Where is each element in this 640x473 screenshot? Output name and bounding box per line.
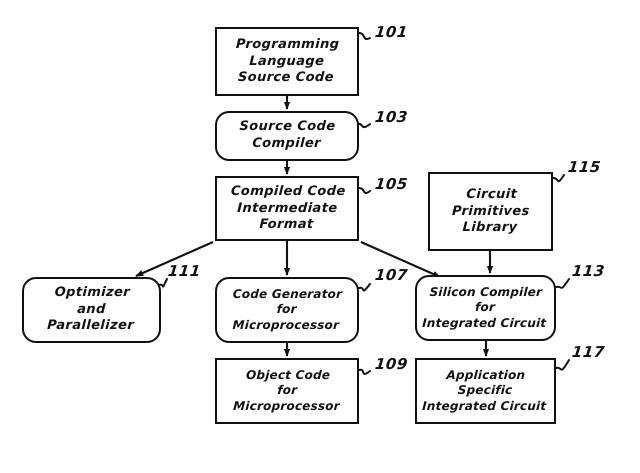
- leader-113: [555, 278, 570, 289]
- reference-numeral-103: 103: [374, 108, 409, 126]
- node-label: Application Specific Integrated Circuit: [422, 367, 548, 413]
- leader-109: [358, 368, 371, 375]
- node-application-specific-integrated-circuit[interactable]: Application Specific Integrated Circuit: [415, 358, 556, 424]
- reference-numeral-105: 105: [374, 175, 409, 193]
- node-code-generator-for-microprocessor[interactable]: Code Generator for Microprocessor: [215, 277, 359, 343]
- node-label: Programming Language Source Code: [235, 36, 341, 85]
- reference-numeral-101: 101: [374, 23, 409, 41]
- reference-numeral-107: 107: [374, 266, 409, 284]
- leader-107: [358, 283, 371, 292]
- node-silicon-compiler-for-integrated-circuit[interactable]: Silicon Compiler for Integrated Circuit: [415, 275, 556, 341]
- node-label: Source Code Compiler: [239, 119, 336, 151]
- reference-numeral-117: 117: [571, 343, 606, 361]
- node-label: Optimizer and Parallelizer: [46, 285, 135, 334]
- reference-numeral-111: 111: [167, 262, 202, 280]
- leader-105: [358, 187, 371, 195]
- node-circuit-primitives-library[interactable]: Circuit Primitives Library: [428, 172, 553, 251]
- reference-numeral-115: 115: [567, 158, 602, 176]
- node-optimizer-and-parallelizer[interactable]: Optimizer and Parallelizer: [22, 277, 161, 343]
- node-label: Compiled Code Intermediate Format: [230, 183, 346, 232]
- node-object-code-for-microprocessor[interactable]: Object Code for Microprocessor: [215, 358, 359, 424]
- node-compiled-code-intermediate-format[interactable]: Compiled Code Intermediate Format: [215, 176, 359, 241]
- leader-115: [552, 174, 565, 183]
- node-label: Circuit Primitives Library: [451, 186, 530, 235]
- node-source-code-compiler[interactable]: Source Code Compiler: [215, 111, 359, 161]
- reference-numeral-113: 113: [571, 262, 606, 280]
- node-label: Code Generator for Microprocessor: [232, 286, 343, 332]
- leader-101: [358, 32, 371, 40]
- node-programming-language-source-code[interactable]: Programming Language Source Code: [215, 27, 359, 96]
- node-label: Silicon Compiler for Integrated Circuit: [422, 284, 548, 330]
- reference-numeral-109: 109: [374, 355, 409, 373]
- node-label: Object Code for Microprocessor: [232, 367, 340, 413]
- leader-117: [555, 359, 570, 371]
